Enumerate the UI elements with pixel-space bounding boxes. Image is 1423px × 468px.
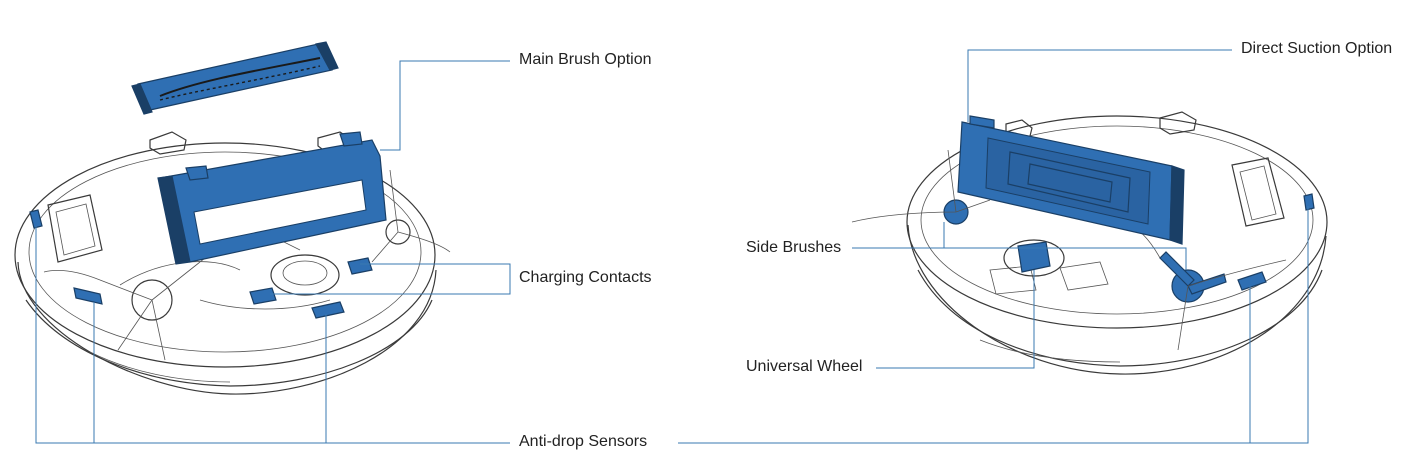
leader-anti-drop-right xyxy=(678,206,1309,444)
anti-drop-sensor-2 xyxy=(311,301,345,319)
label-universal-wheel: Universal Wheel xyxy=(746,358,863,375)
anti-drop-sensor-3 xyxy=(29,209,43,229)
direct-suction-part xyxy=(957,115,1185,245)
anti-drop-sensor-1 xyxy=(73,287,103,305)
left-contact-pads xyxy=(29,209,373,319)
anti-drop-sensor-5 xyxy=(1303,193,1315,211)
leader-charging-contacts-2 xyxy=(270,278,511,295)
leader-direct-suction xyxy=(967,49,1232,122)
main-brush-roller xyxy=(131,41,339,115)
main-brush-frame xyxy=(157,131,387,265)
brush-roller-body xyxy=(137,43,333,111)
left-robot-vacuum xyxy=(14,131,451,395)
universal-wheel xyxy=(1017,241,1051,273)
charging-contact-1 xyxy=(249,287,277,305)
leader-side-brushes xyxy=(852,222,945,249)
anti-drop-sensor-4 xyxy=(1237,271,1267,291)
charging-contact-2 xyxy=(347,257,373,275)
label-direct-suction-option: Direct Suction Option xyxy=(1241,40,1393,57)
leader-anti-drop-left xyxy=(35,226,510,444)
label-anti-drop-sensors: Anti-drop Sensors xyxy=(519,433,648,450)
leader-lines xyxy=(35,49,1309,444)
leader-charging-contacts xyxy=(360,263,511,278)
right-robot-vacuum xyxy=(851,111,1328,375)
label-side-brushes: Side Brushes xyxy=(746,239,842,256)
leader-main-brush xyxy=(380,60,510,151)
right-small-parts xyxy=(1017,193,1315,291)
leader-universal-wheel xyxy=(876,270,1035,369)
label-main-brush-option: Main Brush Option xyxy=(519,51,652,68)
label-charging-contacts: Charging Contacts xyxy=(519,269,652,286)
